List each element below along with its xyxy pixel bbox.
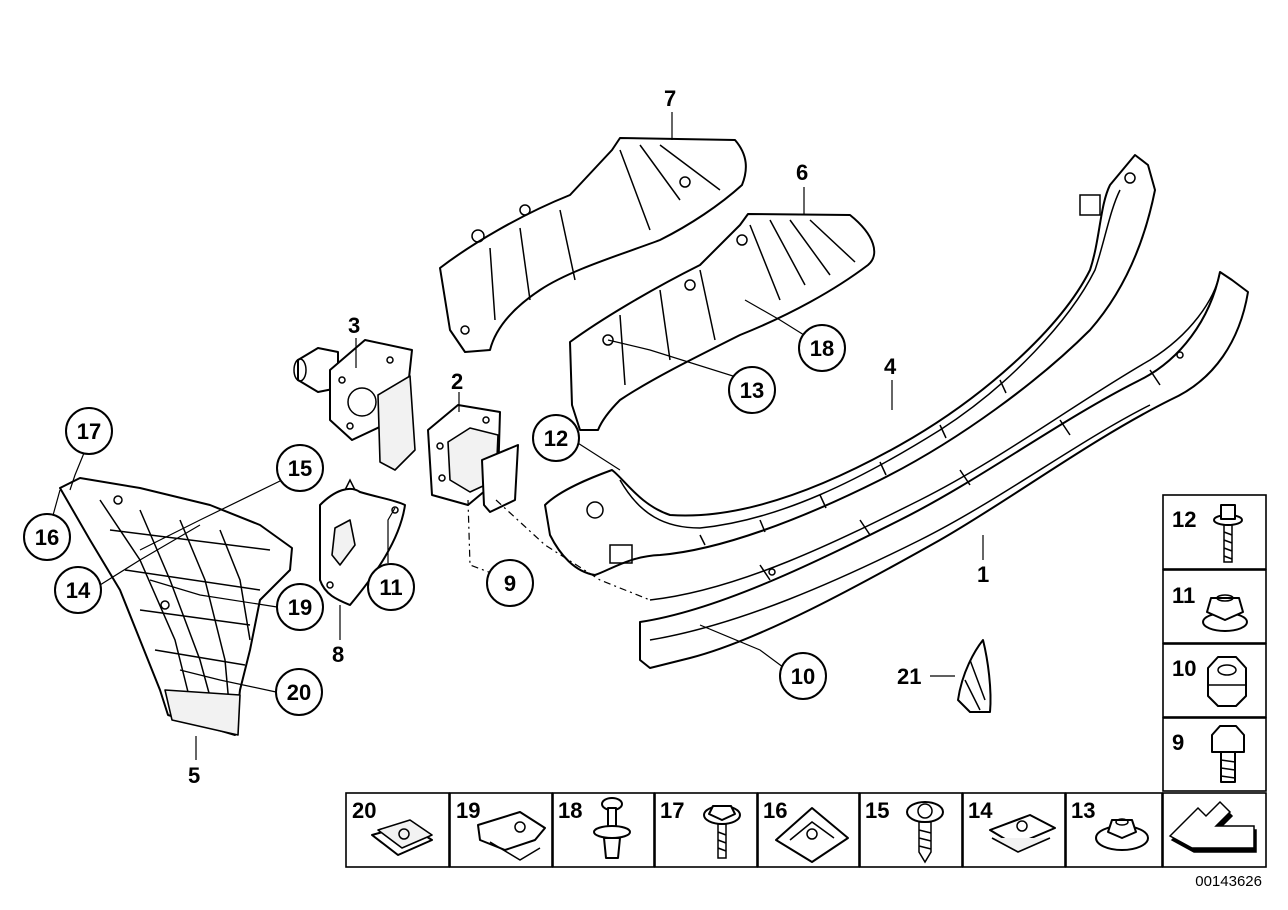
clip-nut-icon <box>371 819 433 856</box>
svg-text:11: 11 <box>379 575 402 600</box>
callout-21: 21 <box>897 664 921 689</box>
bottom-legend-item-14: 14 <box>962 792 1066 868</box>
svg-text:20: 20 <box>352 798 376 823</box>
svg-text:18: 18 <box>810 336 834 361</box>
deformation-element-part-3 <box>293 339 416 471</box>
side-legend-item-10: 10 <box>1162 643 1267 718</box>
callout-12: 12 <box>532 414 580 462</box>
callout-18: 18 <box>798 324 846 372</box>
svg-text:14: 14 <box>968 798 993 823</box>
deflector-part-6 <box>569 213 876 431</box>
bumper-support-part <box>544 154 1156 576</box>
expanding-rivet-icon <box>593 797 631 859</box>
callout-3: 3 <box>348 313 360 338</box>
svg-text:15: 15 <box>865 798 889 823</box>
svg-text:17: 17 <box>660 798 684 823</box>
callout-10: 10 <box>779 652 827 700</box>
svg-text:19: 19 <box>288 595 312 620</box>
side-bracket-part <box>59 477 293 736</box>
callout-7: 7 <box>664 86 676 111</box>
callout-14: 14 <box>54 566 102 614</box>
svg-text:10: 10 <box>1172 656 1196 681</box>
hex-nut-icon <box>1207 656 1247 707</box>
svg-text:13: 13 <box>1071 798 1095 823</box>
callout-6: 6 <box>796 160 808 185</box>
svg-text:20: 20 <box>287 680 311 705</box>
reference-number: 00143626 <box>1195 873 1262 890</box>
screw-with-washer-icon <box>1213 504 1243 563</box>
deformation-element-part-2 <box>427 404 519 513</box>
direction-arrow-icon <box>1168 800 1257 853</box>
leader-lines <box>46 112 984 760</box>
side-legend-item-12: 12 <box>1162 494 1267 570</box>
svg-text:9: 9 <box>1172 730 1184 755</box>
bottom-legend-item-19: 19 <box>449 792 553 868</box>
callout-4: 4 <box>884 354 897 379</box>
callout-5: 5 <box>188 763 200 788</box>
callout-16: 16 <box>23 513 71 561</box>
callout-9: 9 <box>486 559 534 607</box>
svg-text:11: 11 <box>1172 583 1195 608</box>
hex-nut-icon <box>1095 818 1149 851</box>
callout-11: 11 <box>367 563 415 611</box>
svg-text:12: 12 <box>1172 507 1196 532</box>
bottom-legend-item-20: 20 <box>345 792 450 868</box>
svg-text:17: 17 <box>77 419 101 444</box>
bottom-legend-item-arrow <box>1162 792 1267 868</box>
bottom-legend: 20 19 18 <box>345 792 1267 868</box>
svg-text:15: 15 <box>288 456 312 481</box>
callout-20: 20 <box>275 668 323 716</box>
hex-bolt-icon <box>1211 725 1245 783</box>
svg-text:19: 19 <box>456 798 480 823</box>
svg-text:16: 16 <box>763 798 787 823</box>
bracket-plate-part <box>319 478 406 606</box>
side-legend: 12 11 10 <box>1162 494 1267 792</box>
callout-2: 2 <box>451 369 463 394</box>
callout-15: 15 <box>276 444 324 492</box>
svg-text:9: 9 <box>504 571 516 596</box>
svg-text:13: 13 <box>740 378 764 403</box>
bottom-legend-item-13: 13 <box>1065 792 1163 868</box>
svg-text:18: 18 <box>558 798 582 823</box>
screw-with-washer-icon <box>703 805 741 859</box>
callout-8: 8 <box>332 642 344 667</box>
deflector-part-7 <box>439 137 747 353</box>
side-legend-item-9: 9 <box>1162 717 1267 792</box>
svg-text:16: 16 <box>35 525 59 550</box>
spring-clip-icon <box>477 811 546 861</box>
side-legend-item-11: 11 <box>1162 569 1267 644</box>
cap-part <box>957 639 992 713</box>
bottom-legend-item-17: 17 <box>654 792 758 868</box>
callout-1: 1 <box>977 562 989 587</box>
bottom-legend-item-18: 18 <box>552 792 655 868</box>
callout-17: 17 <box>65 407 113 455</box>
clip-nut-icon <box>989 814 1056 853</box>
callout-labels: 1 2 3 4 5 6 7 8 9 10 11 12 13 14 <box>23 86 989 788</box>
flange-nut-icon <box>1202 594 1248 632</box>
callout-13: 13 <box>728 366 776 414</box>
bottom-legend-item-15: 15 <box>859 792 963 868</box>
svg-text:10: 10 <box>791 664 815 689</box>
svg-text:14: 14 <box>66 578 91 603</box>
speed-nut-icon <box>775 807 849 863</box>
bottom-legend-item-16: 16 <box>757 792 860 868</box>
bumper-carrier-part <box>639 271 1249 669</box>
callout-19: 19 <box>276 583 324 631</box>
svg-text:12: 12 <box>544 426 568 451</box>
self-tapping-screw-icon <box>906 801 944 864</box>
